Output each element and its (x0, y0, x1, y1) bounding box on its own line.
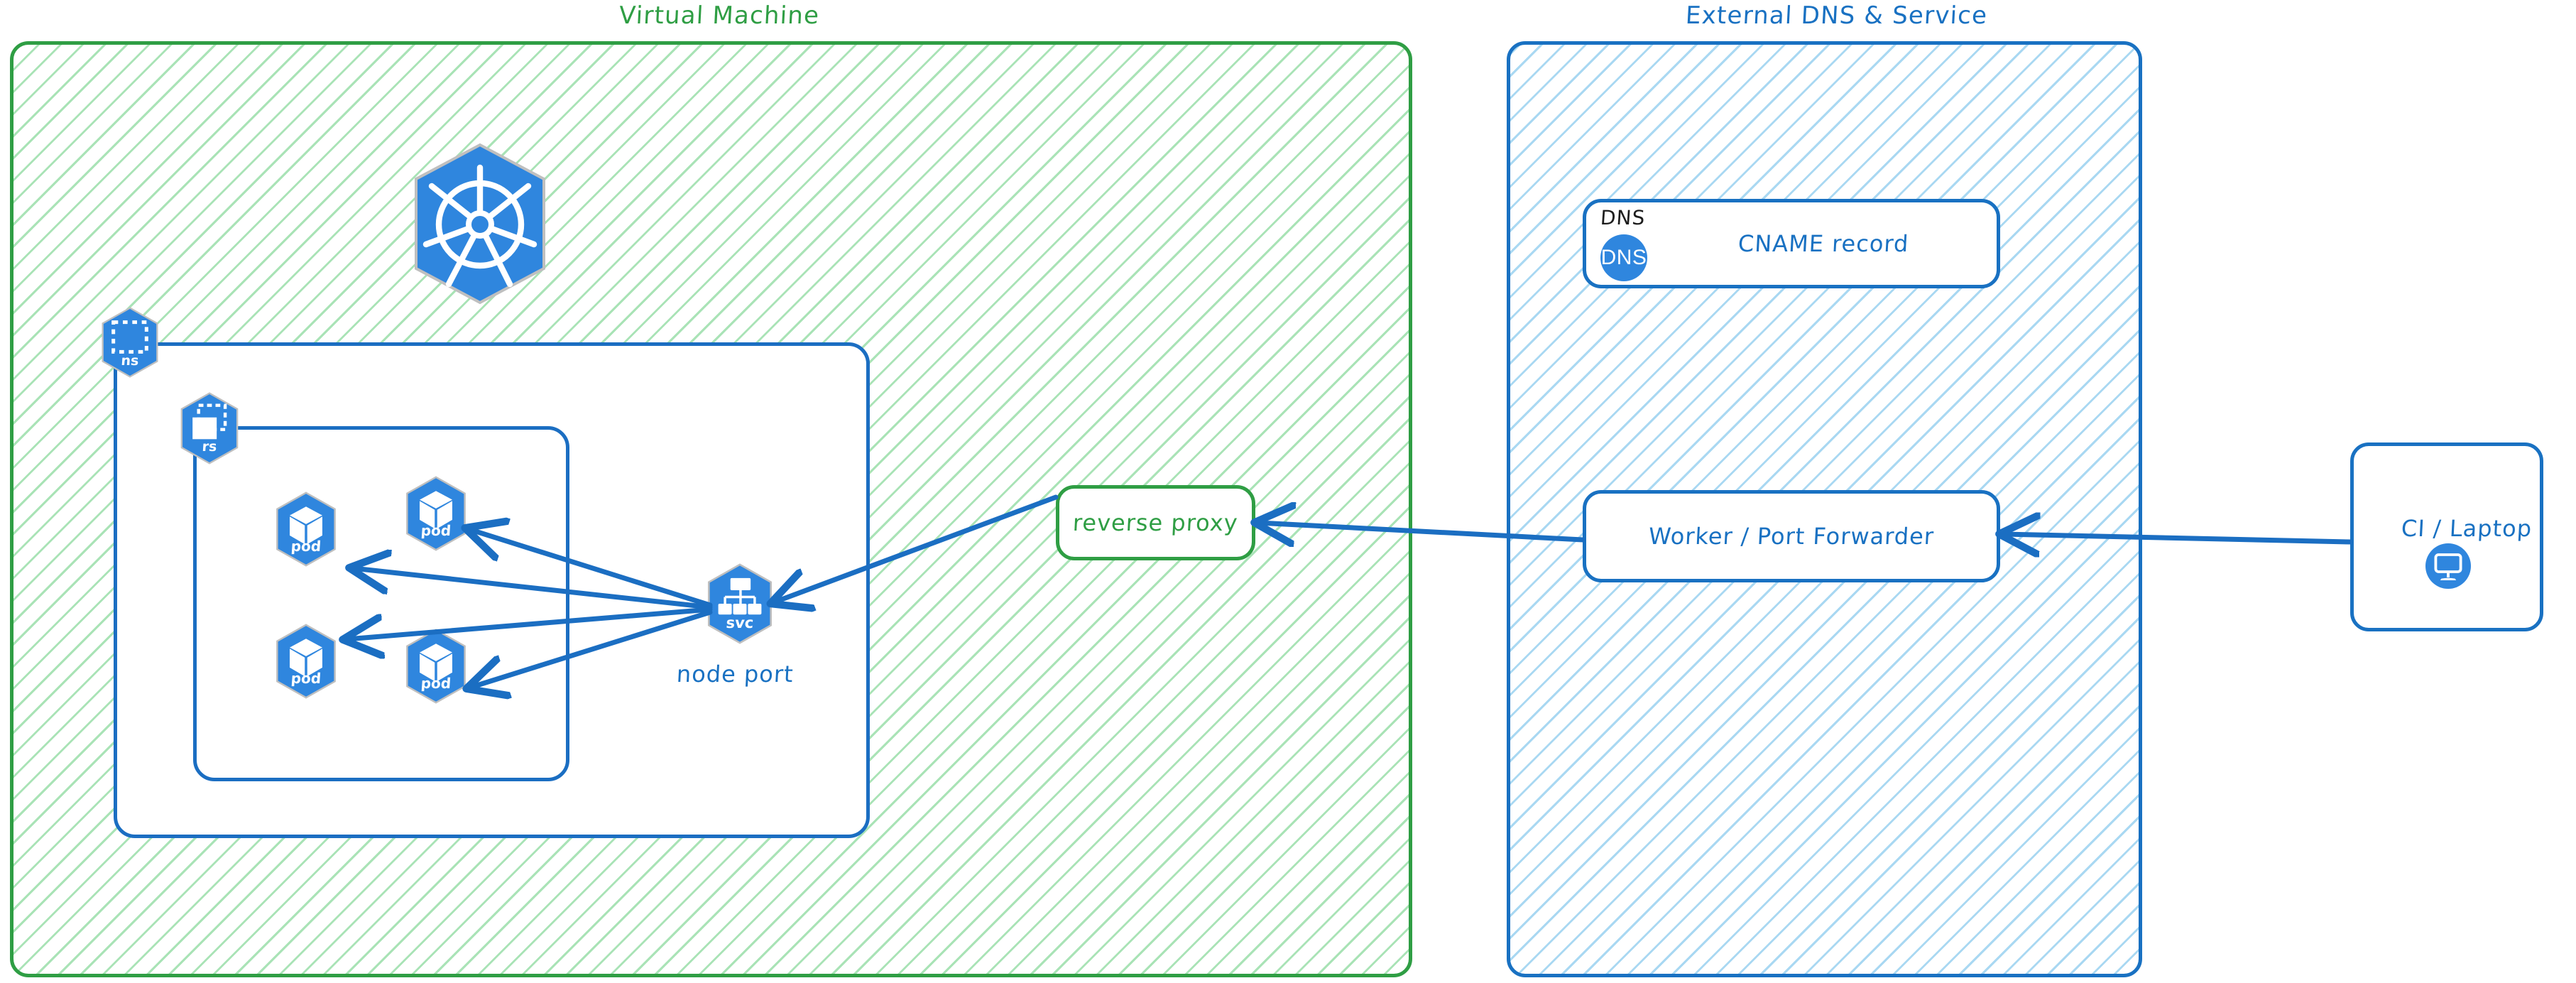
kubernetes-pod-icon-1 (276, 492, 336, 567)
reverse-proxy-label: reverse proxy (1072, 509, 1239, 536)
kubernetes-pod-icon-3 (276, 624, 336, 699)
reverse-proxy-box[interactable]: reverse proxy (1056, 485, 1255, 560)
kubernetes-service-icon (707, 563, 773, 644)
kubernetes-pod-icon-2 (406, 476, 466, 551)
node-port-label: node port (676, 661, 795, 688)
dns-card[interactable]: CNAME record (1583, 199, 2000, 288)
cname-record-label: CNAME record (1737, 230, 1910, 257)
ci-laptop-label: CI / Laptop (2401, 515, 2533, 542)
kubernetes-pod-icon-4 (406, 629, 466, 704)
group-title-virtual-machine: Virtual Machine (618, 1, 821, 30)
worker-port-forwarder-label: Worker / Port Forwarder (1648, 523, 1935, 550)
kubernetes-namespace-icon (102, 307, 158, 378)
kubernetes-replicaset-icon (180, 392, 239, 465)
group-title-external-dns-service: External DNS & Service (1684, 1, 1989, 30)
dns-card-tag: DNS (1599, 206, 1647, 229)
dns-badge-icon: DNS (1600, 234, 1647, 281)
desktop-monitor-icon (2425, 543, 2471, 589)
kubernetes-wheel-icon (415, 143, 545, 305)
replicaset-container (193, 426, 569, 781)
worker-port-forwarder-box[interactable]: Worker / Port Forwarder (1583, 490, 2000, 582)
